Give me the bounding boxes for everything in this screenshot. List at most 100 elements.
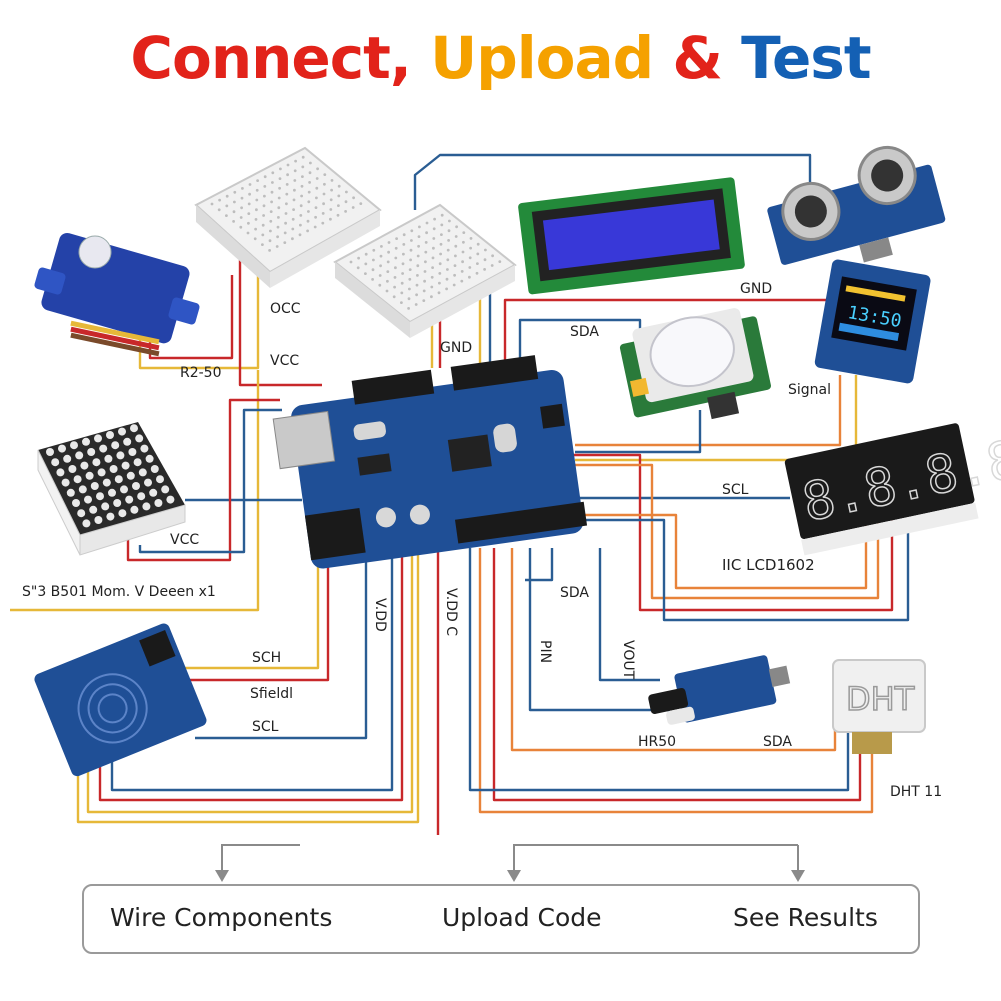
breadboard-hole — [329, 208, 333, 211]
breadboard-hole — [392, 295, 396, 299]
label-scl-right: SCL — [722, 482, 749, 498]
breadboard-hole — [416, 274, 419, 277]
breadboard-hole — [344, 200, 348, 204]
breadboard-hole — [308, 171, 312, 175]
breadboard-hole — [433, 217, 436, 221]
matrix-led — [101, 502, 110, 511]
breadboard-hole — [247, 202, 251, 206]
breadboard-hole — [364, 272, 367, 275]
breadboard-hole — [261, 243, 264, 247]
arduino-crystal-2 — [493, 423, 517, 453]
connector-mid-head — [507, 870, 521, 882]
breadboard-hole — [277, 196, 281, 200]
breadboard-hole — [298, 233, 302, 237]
breadboard-hole — [246, 231, 250, 235]
arduino-chip — [447, 434, 492, 472]
breadboard-hole — [410, 229, 414, 233]
breadboard-hole — [387, 250, 390, 254]
breadboard-hole — [483, 258, 487, 262]
matrix-led — [166, 495, 175, 504]
breadboard-hole — [440, 233, 443, 237]
matrix-led — [138, 468, 147, 477]
label-signal: Signal — [788, 382, 831, 398]
matrix-led — [106, 431, 114, 439]
breadboard-hole — [240, 196, 244, 200]
breadboard-hole — [430, 295, 433, 299]
matrix-led — [66, 488, 75, 497]
breadboard-hole — [393, 285, 396, 289]
breadboard-hole — [476, 242, 480, 246]
breadboard-hole — [247, 212, 251, 216]
arduino-power-jack — [304, 507, 366, 561]
breadboard-hole — [301, 155, 305, 159]
breadboard-hole — [329, 198, 333, 202]
arduino-header-bottom — [454, 501, 588, 544]
dht11-sensor: DHT — [832, 659, 926, 754]
seven-seg-body — [784, 423, 975, 540]
breadboard-hole — [440, 213, 444, 217]
matrix-led — [126, 471, 135, 480]
breadboard-hole — [401, 262, 405, 266]
title-part-ampersand: & — [672, 24, 723, 92]
breadboard-hole — [400, 291, 404, 295]
breadboard-hole — [307, 190, 311, 194]
breadboard-hole — [440, 223, 444, 227]
breadboard-hole — [293, 179, 297, 182]
breadboard-hole — [293, 169, 297, 173]
matrix-led — [125, 495, 134, 504]
breadboard-hole — [439, 242, 443, 246]
matrix-led — [68, 465, 77, 473]
breadboard-hole — [329, 217, 332, 221]
breadboard-hole — [306, 219, 310, 223]
label-dht11: DHT 11 — [890, 784, 942, 800]
breadboard-hole — [241, 187, 244, 190]
breadboard-hole — [461, 250, 465, 254]
lcd-1602 — [518, 177, 745, 295]
breadboard-hole — [378, 274, 382, 277]
breadboard-hole — [285, 192, 289, 196]
matrix-led — [123, 437, 132, 446]
breadboard-hole — [283, 241, 287, 245]
wire-orange-oled — [575, 375, 842, 447]
breadboard-hole — [292, 208, 295, 212]
breadboard-hole — [447, 239, 450, 242]
matrix-side2 — [79, 504, 186, 556]
seven-segment-display: 8.8.8.8 — [784, 423, 1001, 556]
label-vout: VOUT — [620, 640, 636, 680]
breadboard-hole — [271, 181, 274, 184]
breadboard-hole — [401, 272, 404, 275]
breadboard-hole — [446, 268, 449, 271]
touch-pins — [139, 630, 176, 667]
wire-blue-matrix-2 — [138, 408, 282, 554]
ir-lens — [666, 706, 695, 725]
wire-yellow-long-left — [10, 370, 260, 612]
oled-display: 13:50 — [814, 259, 931, 384]
breadboard-hole — [278, 177, 282, 181]
breadboard-hole — [217, 208, 221, 212]
breadboard-hole — [394, 266, 397, 270]
breadboard-hole — [423, 270, 427, 273]
breadboard-hole — [432, 246, 435, 250]
breadboard-2-side2 — [410, 265, 515, 338]
breadboard-hole — [476, 252, 480, 256]
breadboard-hole — [484, 248, 487, 252]
matrix-led — [73, 475, 82, 484]
oled-bar-blue — [838, 322, 900, 342]
breadboard-hole — [263, 194, 266, 198]
ir-emitter — [648, 688, 689, 715]
breadboard-hole — [364, 252, 368, 256]
breadboard-hole — [417, 244, 420, 248]
breadboard-hole — [400, 281, 404, 285]
touch-pad-1 — [77, 673, 148, 744]
breadboard-hole — [291, 237, 294, 241]
matrix-led — [137, 492, 146, 501]
label-occ: OCC — [270, 301, 301, 317]
matrix-led — [78, 485, 87, 494]
breadboard-hole — [394, 246, 398, 250]
breadboard-hole — [248, 192, 252, 196]
breadboard-hole — [277, 216, 280, 219]
breadboard-hole — [321, 212, 325, 215]
breadboard-hole — [462, 240, 465, 244]
breadboard-hole — [286, 163, 290, 167]
matrix-led — [135, 434, 144, 443]
